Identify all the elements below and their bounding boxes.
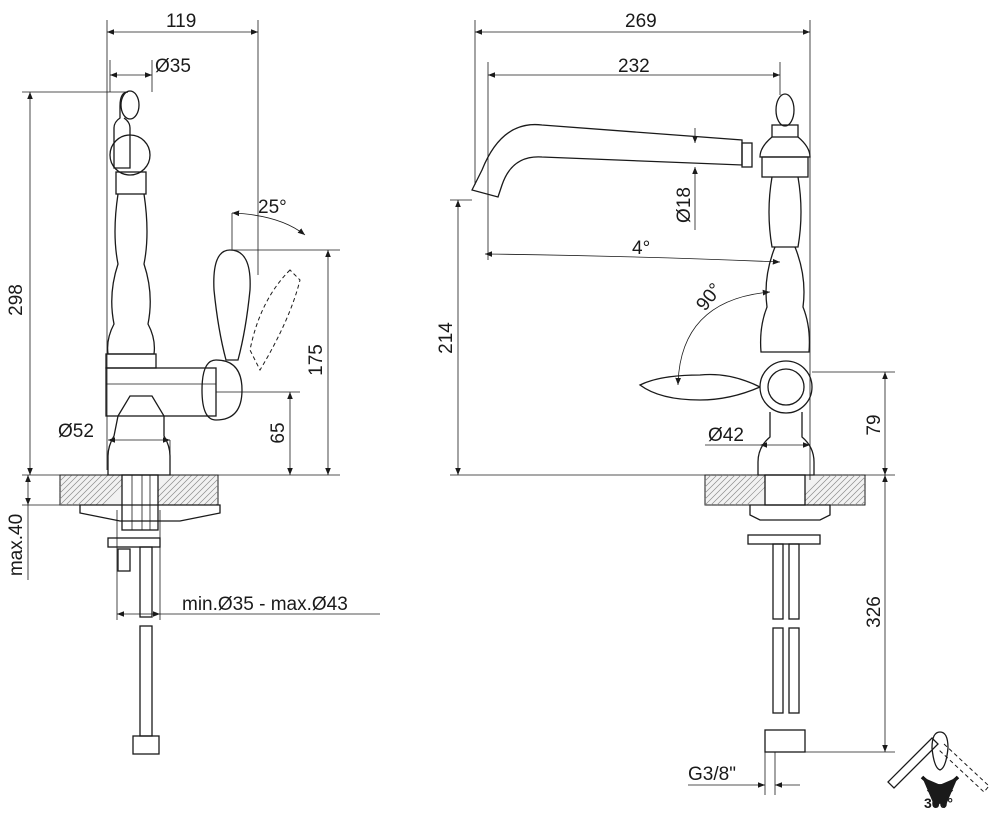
hatch-line <box>89 474 121 506</box>
hatch-line <box>734 474 766 506</box>
front-view: 269 232 Ø18 4° 214 90° 79 Ø42 326 <box>436 11 990 811</box>
countertop-section-left <box>59 474 219 506</box>
hatch-line <box>806 474 838 506</box>
hatch-line <box>59 474 73 488</box>
dim-top-diameter: Ø35 <box>155 56 191 77</box>
countertop-section-right <box>704 474 866 506</box>
hatch-line <box>722 474 754 506</box>
hatch-line <box>191 478 219 506</box>
hatch-line <box>824 474 856 506</box>
hatch-line <box>842 482 866 506</box>
dim-max-thickness: max.40 <box>6 514 27 576</box>
hatch-line <box>728 474 760 506</box>
swivel-label: 360° <box>924 795 953 811</box>
faucet-front-body <box>471 93 831 753</box>
hatch-line <box>848 488 866 506</box>
dim-side-height: 298 <box>6 284 27 316</box>
dim-hole-diameter: min.Ø35 - max.Ø43 <box>182 594 348 615</box>
mounting-hole <box>764 474 806 506</box>
dim-handle-rotation: 90° <box>692 280 726 316</box>
dim-handle-height: 175 <box>306 344 327 376</box>
dim-connection-thread: G3/8" <box>688 764 736 785</box>
faucet-side-body <box>79 90 301 755</box>
hatch-line <box>161 474 193 506</box>
hatch-line <box>704 474 718 488</box>
hatch-line <box>59 474 67 482</box>
hatch-line <box>209 496 219 506</box>
dim-spout-height: 214 <box>436 322 457 354</box>
hatch-line <box>59 474 91 506</box>
swivel-360-icon: 360° <box>887 731 990 811</box>
hatch-line <box>197 484 219 506</box>
hatch-line <box>95 474 127 506</box>
side-view: 119 Ø35 25° 298 175 65 Ø52 max.40 <box>6 11 380 755</box>
hatch-line <box>179 474 211 506</box>
hatch-line <box>71 474 103 506</box>
dim-spout-angle: 4° <box>632 238 650 259</box>
hatch-line <box>173 474 205 506</box>
dim-body-height: 65 <box>268 422 289 443</box>
mounting-hole <box>121 474 159 506</box>
hatch-line <box>854 494 866 506</box>
hatch-line <box>167 474 199 506</box>
dim-spout-reach: 232 <box>618 56 650 77</box>
hatch-line <box>710 474 742 506</box>
hatch-line <box>818 474 850 506</box>
hatch-line <box>704 474 724 494</box>
dim-handle-angle: 25° <box>258 197 287 218</box>
hatch-line <box>83 474 115 506</box>
hatch-line <box>77 474 109 506</box>
hatch-line <box>203 490 219 506</box>
dim-spout-diameter: Ø18 <box>674 187 695 223</box>
hatch-line <box>704 474 730 500</box>
hatch-line <box>716 474 748 506</box>
hatch-line <box>836 476 866 506</box>
hatch-line <box>155 474 187 506</box>
dim-side-width: 119 <box>166 11 196 32</box>
dim-handle-axis-height: 79 <box>864 414 885 435</box>
hatch-line <box>812 474 844 506</box>
dim-front-width: 269 <box>625 11 657 32</box>
hatch-line <box>830 474 862 506</box>
dim-base-diameter: Ø52 <box>58 421 94 442</box>
hatch-line <box>59 474 79 494</box>
dim-body-diameter: Ø42 <box>708 425 744 446</box>
hatch-line <box>860 500 866 506</box>
side-dimensions: 119 Ø35 25° 298 175 65 Ø52 max.40 <box>6 11 380 620</box>
front-dimensions: 269 232 Ø18 4° 214 90° 79 Ø42 326 <box>436 11 895 795</box>
hatch-line <box>185 474 217 506</box>
hatch-line <box>800 474 832 506</box>
hatch-line <box>704 474 712 482</box>
dim-hose-length: 326 <box>864 596 885 628</box>
hatch-line <box>59 474 85 500</box>
hatch-line <box>65 474 97 506</box>
hatch-line <box>704 474 736 506</box>
